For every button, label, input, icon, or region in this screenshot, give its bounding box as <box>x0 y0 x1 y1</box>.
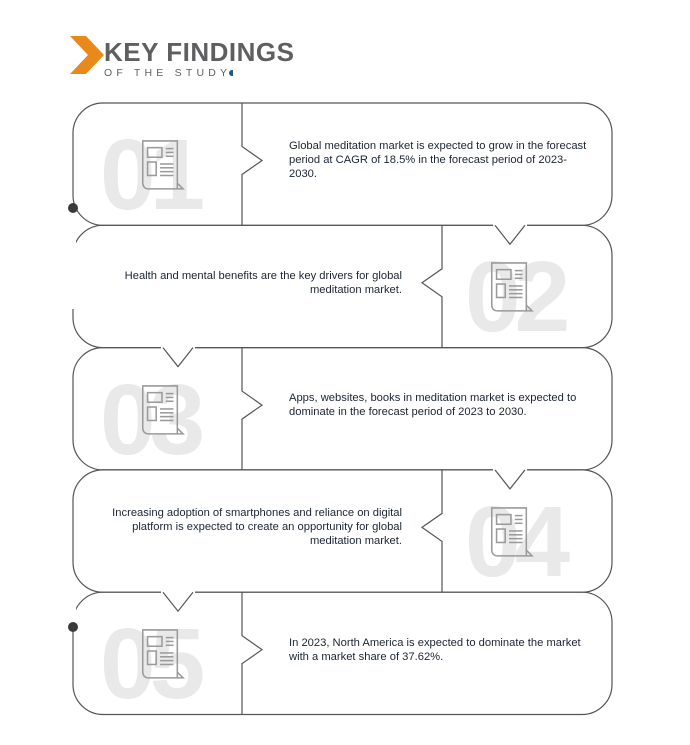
card-divider <box>420 225 443 348</box>
finding-text: In 2023, North America is expected to do… <box>289 636 581 663</box>
pointer-triangle <box>162 591 194 613</box>
pointer-triangle <box>494 224 526 246</box>
timeline-end-dot <box>68 622 78 632</box>
finding-text: Apps, websites, books in meditation mark… <box>289 392 577 419</box>
chevron-logo-icon <box>70 36 104 74</box>
pointer-triangle <box>494 469 526 490</box>
subtitle-dot-icon <box>229 70 234 76</box>
line-mask <box>71 209 76 309</box>
card-divider <box>420 469 443 593</box>
card-divider <box>241 592 264 715</box>
pointer-triangle <box>162 347 194 368</box>
finding-text: Health and mental benefits are the key d… <box>124 269 402 296</box>
line-mask <box>71 594 76 626</box>
timeline-start-dot <box>68 203 78 213</box>
newspaper-icon <box>137 139 185 197</box>
page-title: KEY FINDINGS <box>104 37 295 67</box>
newspaper-icon <box>486 506 534 564</box>
newspaper-icon <box>137 384 185 442</box>
newspaper-icon <box>486 261 534 319</box>
newspaper-icon <box>137 628 185 686</box>
card-divider <box>241 347 264 470</box>
finding-text: Global meditation market is expected to … <box>289 140 587 181</box>
finding-card-outline <box>72 591 613 716</box>
page-subtitle: OF THE STUDY <box>104 67 234 79</box>
card-divider <box>241 103 264 226</box>
finding-text: Increasing adoption of smartphones and r… <box>112 507 402 548</box>
